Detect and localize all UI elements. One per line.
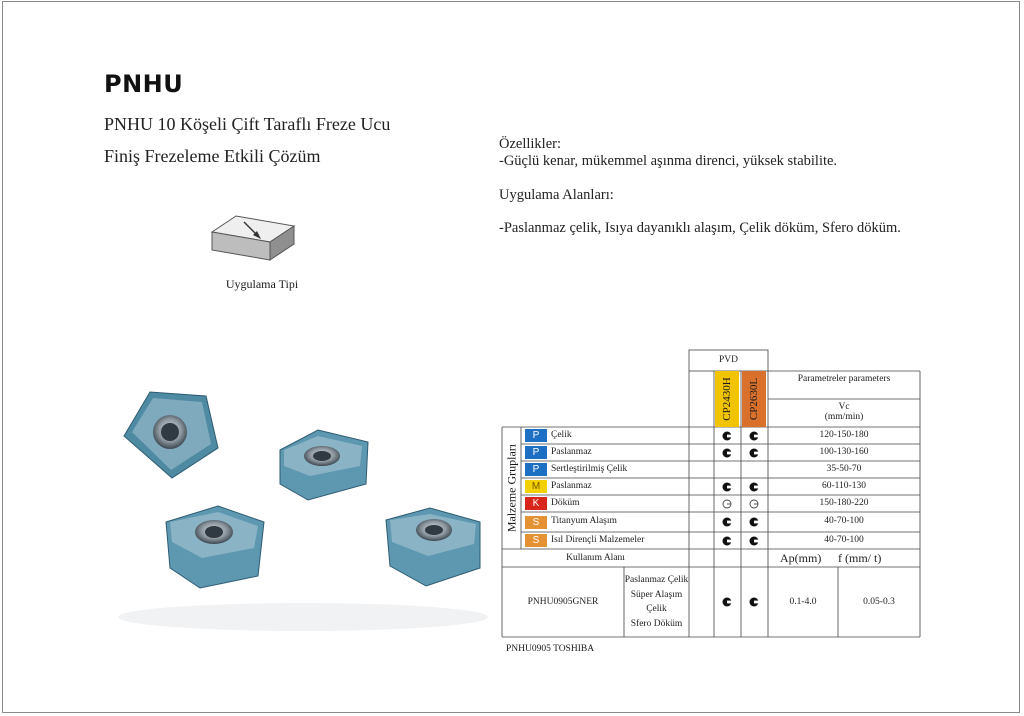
material-name: Paslanmaz <box>551 480 592 491</box>
material-groups-label: Malzeme Grupları <box>504 443 518 533</box>
footer-caption: PNHU0905 TOSHIBA <box>506 644 595 654</box>
vc-value: 40-70-100 <box>824 534 864 545</box>
material-name: Döküm <box>551 497 580 508</box>
insert-4 <box>385 507 481 587</box>
material-code-badge: P <box>525 463 547 476</box>
vc-value: 150-180-220 <box>819 497 869 508</box>
application-areas-text: -Paslanmaz çelik, Isıya dayanıklı alaşım… <box>499 220 901 236</box>
ap-label: Ap(mm) <box>780 551 822 565</box>
product-code: PNHU0905GNER <box>527 597 599 607</box>
vc-value: 120-150-180 <box>819 429 869 440</box>
vc-value: 100-130-160 <box>819 446 869 457</box>
insert-2 <box>279 429 369 501</box>
brand-title: PNHU <box>104 70 184 98</box>
subtitle-solution: Finiş Frezeleme Etkili Çözüm <box>104 146 321 166</box>
recommended-mark-icon <box>749 536 759 545</box>
recommended-mark-icon <box>722 536 732 545</box>
application-type-label: Uygulama Tipi <box>225 277 299 291</box>
product-material: Süper Alaşım <box>630 589 683 600</box>
suitable-mark-icon <box>722 499 732 508</box>
material-code-badge: P <box>525 429 547 442</box>
recommended-mark-icon <box>722 517 732 527</box>
product-material: Çelik <box>646 604 667 614</box>
subtitle-product: PNHU 10 Köşeli Çift Taraflı Freze Ucu <box>104 114 391 134</box>
recommended-mark-icon <box>749 517 759 527</box>
recommended-mark-icon <box>749 482 759 491</box>
material-code-badge: S <box>525 534 547 547</box>
vc-unit: (mm/min) <box>824 412 864 422</box>
material-name: Isıl Dirençli Malzemeler <box>551 534 645 545</box>
features-text: -Güçlü kenar, mükemmel aşınma direnci, y… <box>499 153 838 169</box>
vc-value: 35-50-70 <box>826 463 862 474</box>
material-name: Çelik <box>551 429 572 440</box>
f-label: f (mm/ t) <box>838 551 882 565</box>
suitable-mark-icon <box>749 499 759 508</box>
coating-label: PVD <box>718 355 738 365</box>
recommended-mark-icon <box>749 431 759 440</box>
product-photo <box>118 391 488 631</box>
vc-value: 40-70-100 <box>824 516 864 526</box>
vc-value: 60-110-130 <box>822 480 866 491</box>
grade-cp2630l: CP2630L <box>742 371 766 427</box>
material-code-badge: K <box>525 497 547 510</box>
recommended-mark-icon <box>749 597 759 607</box>
material-code-badge: S <box>525 515 547 529</box>
material-name: Paslanmaz <box>551 446 592 457</box>
features-title: Özellikler: <box>499 136 562 152</box>
insert-3 <box>165 505 265 589</box>
recommended-mark-icon <box>749 448 759 457</box>
grade-cp2430h: CP2430H <box>715 371 739 427</box>
recommended-mark-icon <box>722 597 732 607</box>
recommended-mark-icon <box>722 448 732 457</box>
params-title: Parametreler parameters <box>797 374 891 384</box>
f-value: 0.05-0.3 <box>863 597 895 607</box>
ap-value: 0.1-4.0 <box>789 597 817 607</box>
material-name: Sertleştirilmiş Çelik <box>551 463 628 474</box>
application-type-icon <box>210 215 296 261</box>
product-materials: Paslanmaz Çelik Süper Alaşım Çelik Sfero… <box>624 573 689 631</box>
insert-1 <box>123 391 219 479</box>
usage-area-label: Kullanım Alanı <box>566 553 625 563</box>
product-material: Paslanmaz Çelik <box>624 575 689 585</box>
material-code-badge: M <box>525 480 547 493</box>
material-code-badge: P <box>525 446 547 459</box>
product-material: Sfero Döküm <box>630 618 683 629</box>
recommended-mark-icon <box>722 431 732 440</box>
vc-label: Vc <box>838 402 850 412</box>
recommended-mark-icon <box>722 482 732 491</box>
material-name: Titanyum Alaşım <box>551 516 617 526</box>
application-areas-title: Uygulama Alanları: <box>499 187 614 203</box>
